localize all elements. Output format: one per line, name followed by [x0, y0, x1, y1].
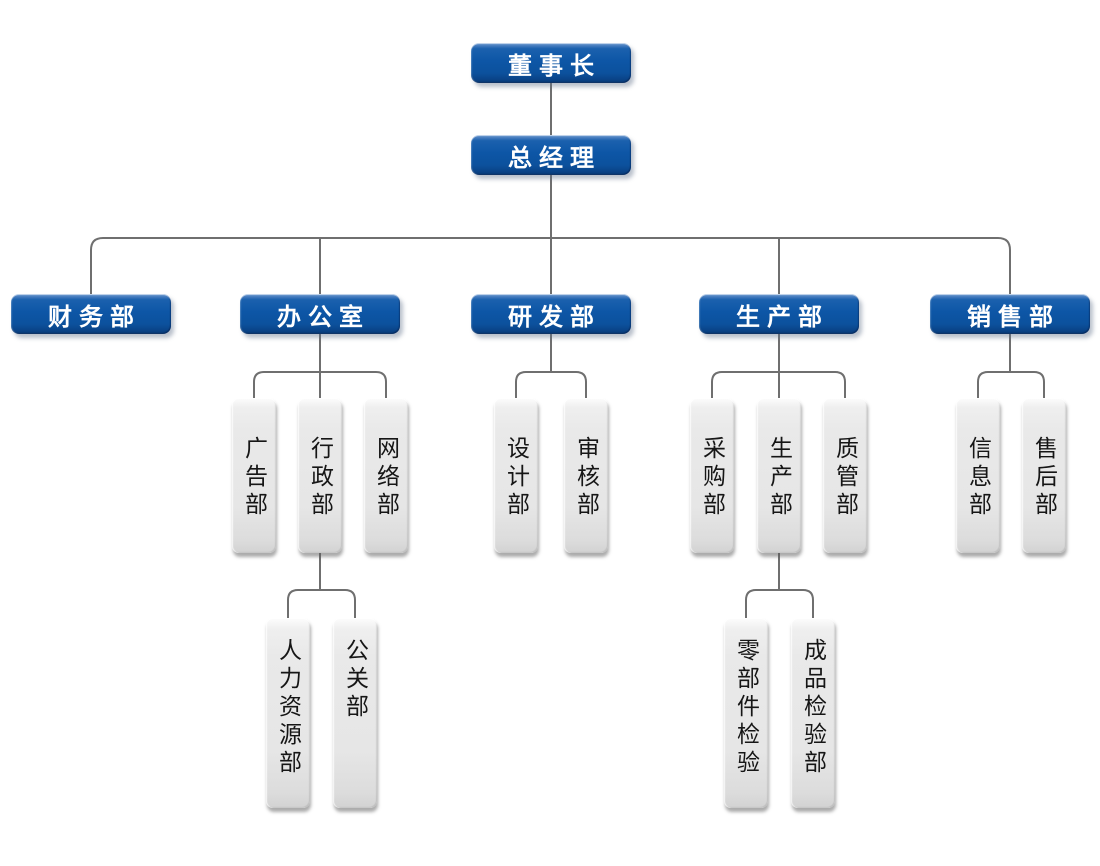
org-node-parts-inspection[interactable]: 零部件检验 [724, 618, 768, 808]
org-node-advertising-label: 广告部 [241, 436, 268, 520]
org-node-network-label: 网络部 [373, 436, 400, 520]
org-node-production[interactable]: 生产部 [699, 294, 859, 334]
org-node-general-manager[interactable]: 总经理 [471, 135, 631, 175]
edge-administration-bus [287, 589, 356, 618]
org-node-rnd[interactable]: 研发部 [471, 294, 631, 334]
org-node-human-resources-label: 人力资源部 [275, 638, 302, 778]
org-node-chairman-label: 董事长 [508, 52, 601, 80]
org-node-information[interactable]: 信息部 [956, 398, 1000, 553]
org-node-finance-label: 财务部 [48, 303, 141, 331]
org-node-chairman[interactable]: 董事长 [471, 43, 631, 83]
org-node-after-sales-label: 售后部 [1031, 436, 1058, 520]
org-node-finished-product-inspection[interactable]: 成品检验部 [791, 618, 835, 808]
edge-rnd-bus [515, 371, 587, 398]
edge-office-bus [253, 371, 387, 398]
org-node-advertising[interactable]: 广告部 [232, 398, 276, 553]
org-node-network[interactable]: 网络部 [364, 398, 408, 553]
org-node-information-label: 信息部 [965, 436, 992, 520]
org-node-parts-inspection-label: 零部件检验 [733, 638, 760, 778]
org-node-public-relations[interactable]: 公关部 [333, 618, 377, 808]
org-node-office-label: 办公室 [277, 303, 370, 331]
org-node-sales[interactable]: 销售部 [930, 294, 1090, 334]
org-node-design-label: 设计部 [503, 436, 530, 520]
org-node-purchasing-label: 采购部 [699, 436, 726, 520]
org-node-sales-label: 销售部 [967, 303, 1060, 331]
org-node-administration-label: 行政部 [307, 436, 334, 520]
edge-production-dept-bus [745, 589, 814, 618]
org-node-quality-control[interactable]: 质管部 [823, 398, 867, 553]
org-node-rnd-label: 研发部 [508, 303, 601, 331]
org-node-production-dept-label: 生产部 [766, 436, 793, 520]
edge-production-bus [711, 371, 846, 398]
org-node-purchasing[interactable]: 采购部 [690, 398, 734, 553]
org-node-office[interactable]: 办公室 [240, 294, 400, 334]
org-node-audit-label: 审核部 [573, 436, 600, 520]
org-node-production-label: 生产部 [736, 303, 829, 331]
org-node-quality-control-label: 质管部 [832, 436, 859, 520]
org-node-design[interactable]: 设计部 [494, 398, 538, 553]
org-node-public-relations-label: 公关部 [342, 638, 369, 722]
org-node-audit[interactable]: 审核部 [564, 398, 608, 553]
org-node-general-manager-label: 总经理 [508, 144, 601, 172]
org-node-human-resources[interactable]: 人力资源部 [266, 618, 310, 808]
edge-sales-bus [977, 371, 1045, 398]
org-node-after-sales[interactable]: 售后部 [1022, 398, 1066, 553]
org-node-administration[interactable]: 行政部 [298, 398, 342, 553]
org-node-finished-product-inspection-label: 成品检验部 [800, 638, 827, 778]
org-node-production-dept[interactable]: 生产部 [757, 398, 801, 553]
edge-level3-bus [90, 237, 1011, 294]
org-node-finance[interactable]: 财务部 [11, 294, 171, 334]
